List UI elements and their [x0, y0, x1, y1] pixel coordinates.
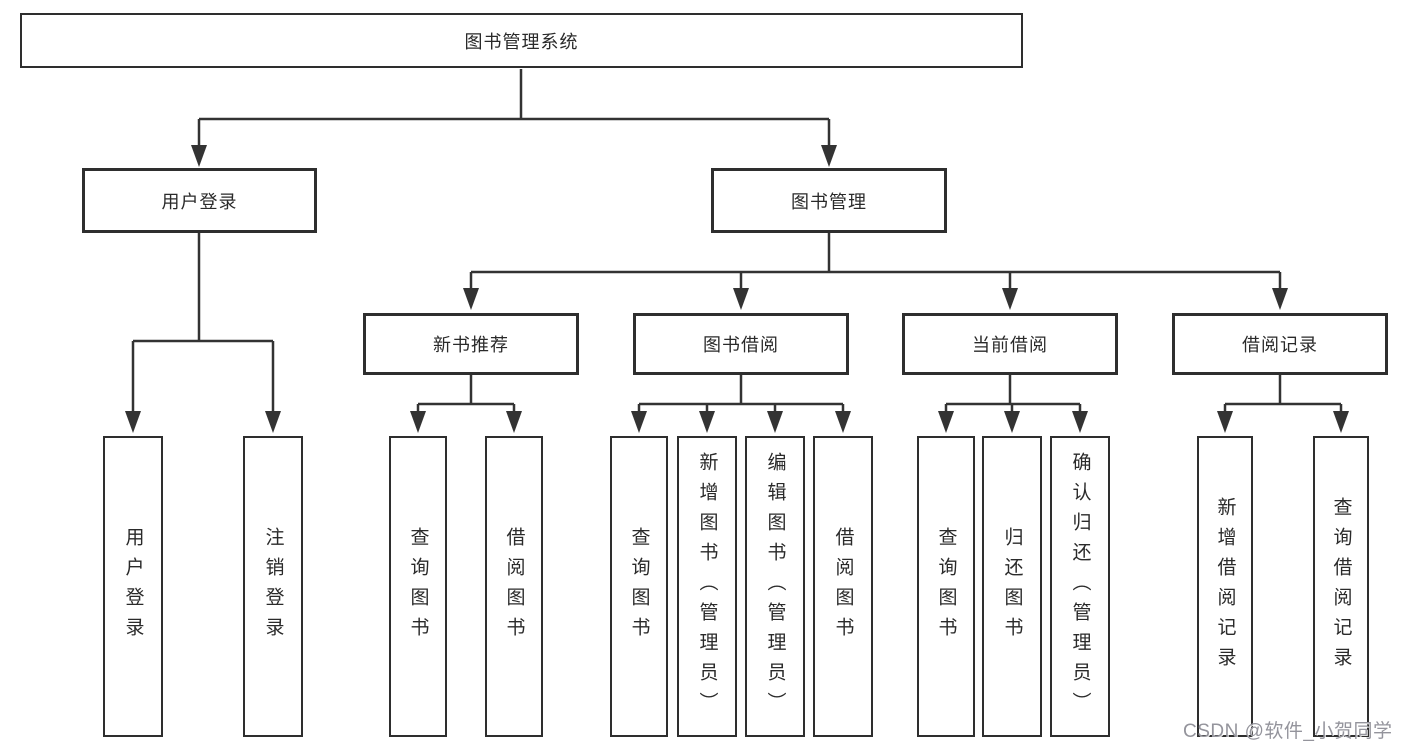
- leaf-query-borrow-record: 查询借阅记录: [1313, 436, 1369, 737]
- node-label: 图书管理: [791, 191, 867, 212]
- node-book-borrow: 图书借阅: [633, 313, 849, 375]
- csdn-watermark: CSDN @软件_小贺同学: [1183, 721, 1393, 742]
- node-label: 新增图书（管理员）: [696, 451, 718, 722]
- node-label: 借阅图书: [503, 526, 525, 647]
- node-label: 新增借阅记录: [1214, 496, 1236, 677]
- connector-book-mgmt-to-level3: [469, 233, 1282, 290]
- connector-root-to-level2: [197, 69, 831, 147]
- leaf-query-books: 查询图书: [389, 436, 447, 737]
- node-label: 用户登录: [122, 526, 144, 647]
- node-label: 编辑图书（管理员）: [764, 451, 786, 722]
- node-label: 图书管理系统: [464, 31, 579, 52]
- node-label: 新书推荐: [433, 335, 509, 355]
- node-label: 归还图书: [1001, 526, 1023, 647]
- connector-borrow-records-children: [1223, 375, 1343, 413]
- node-label: 借阅记录: [1242, 335, 1318, 355]
- node-label: 确认归还（管理员）: [1069, 451, 1091, 722]
- node-label: 查询图书: [935, 526, 957, 647]
- node-current-borrow: 当前借阅: [902, 313, 1118, 375]
- connector-book-borrow-children: [637, 375, 845, 413]
- node-label: 查询借阅记录: [1330, 496, 1352, 677]
- node-new-book-recommend: 新书推荐: [363, 313, 579, 375]
- node-label: 当前借阅: [972, 335, 1048, 355]
- node-library-management-system: 图书管理系统: [20, 13, 1023, 68]
- leaf-user-login: 用户登录: [103, 436, 163, 737]
- node-label: 查询图书: [628, 526, 650, 647]
- leaf-logout: 注销登录: [243, 436, 303, 737]
- leaf-add-borrow-record: 新增借阅记录: [1197, 436, 1253, 737]
- node-label: 查询图书: [407, 526, 429, 647]
- connector-current-borrow-children: [944, 375, 1082, 413]
- leaf-borrow-books: 借阅图书: [813, 436, 873, 737]
- leaf-edit-books-admin: 编辑图书（管理员）: [745, 436, 805, 737]
- leaf-add-books-admin: 新增图书（管理员）: [677, 436, 737, 737]
- node-label: 图书借阅: [703, 335, 779, 355]
- leaf-query-books: 查询图书: [610, 436, 668, 737]
- leaf-query-books: 查询图书: [917, 436, 975, 737]
- node-user-login: 用户登录: [82, 168, 317, 233]
- node-label: 借阅图书: [832, 526, 854, 647]
- arrowheads: [125, 145, 1349, 433]
- node-book-management: 图书管理: [711, 168, 947, 233]
- node-borrow-records: 借阅记录: [1172, 313, 1388, 375]
- leaf-borrow-books: 借阅图书: [485, 436, 543, 737]
- node-label: 用户登录: [161, 191, 238, 212]
- leaf-return-books: 归还图书: [982, 436, 1042, 737]
- connector-new-book-rec-children: [416, 375, 516, 413]
- connector-user-login-children: [131, 233, 275, 413]
- node-label: 注销登录: [262, 526, 284, 647]
- leaf-confirm-return-admin: 确认归还（管理员）: [1050, 436, 1110, 737]
